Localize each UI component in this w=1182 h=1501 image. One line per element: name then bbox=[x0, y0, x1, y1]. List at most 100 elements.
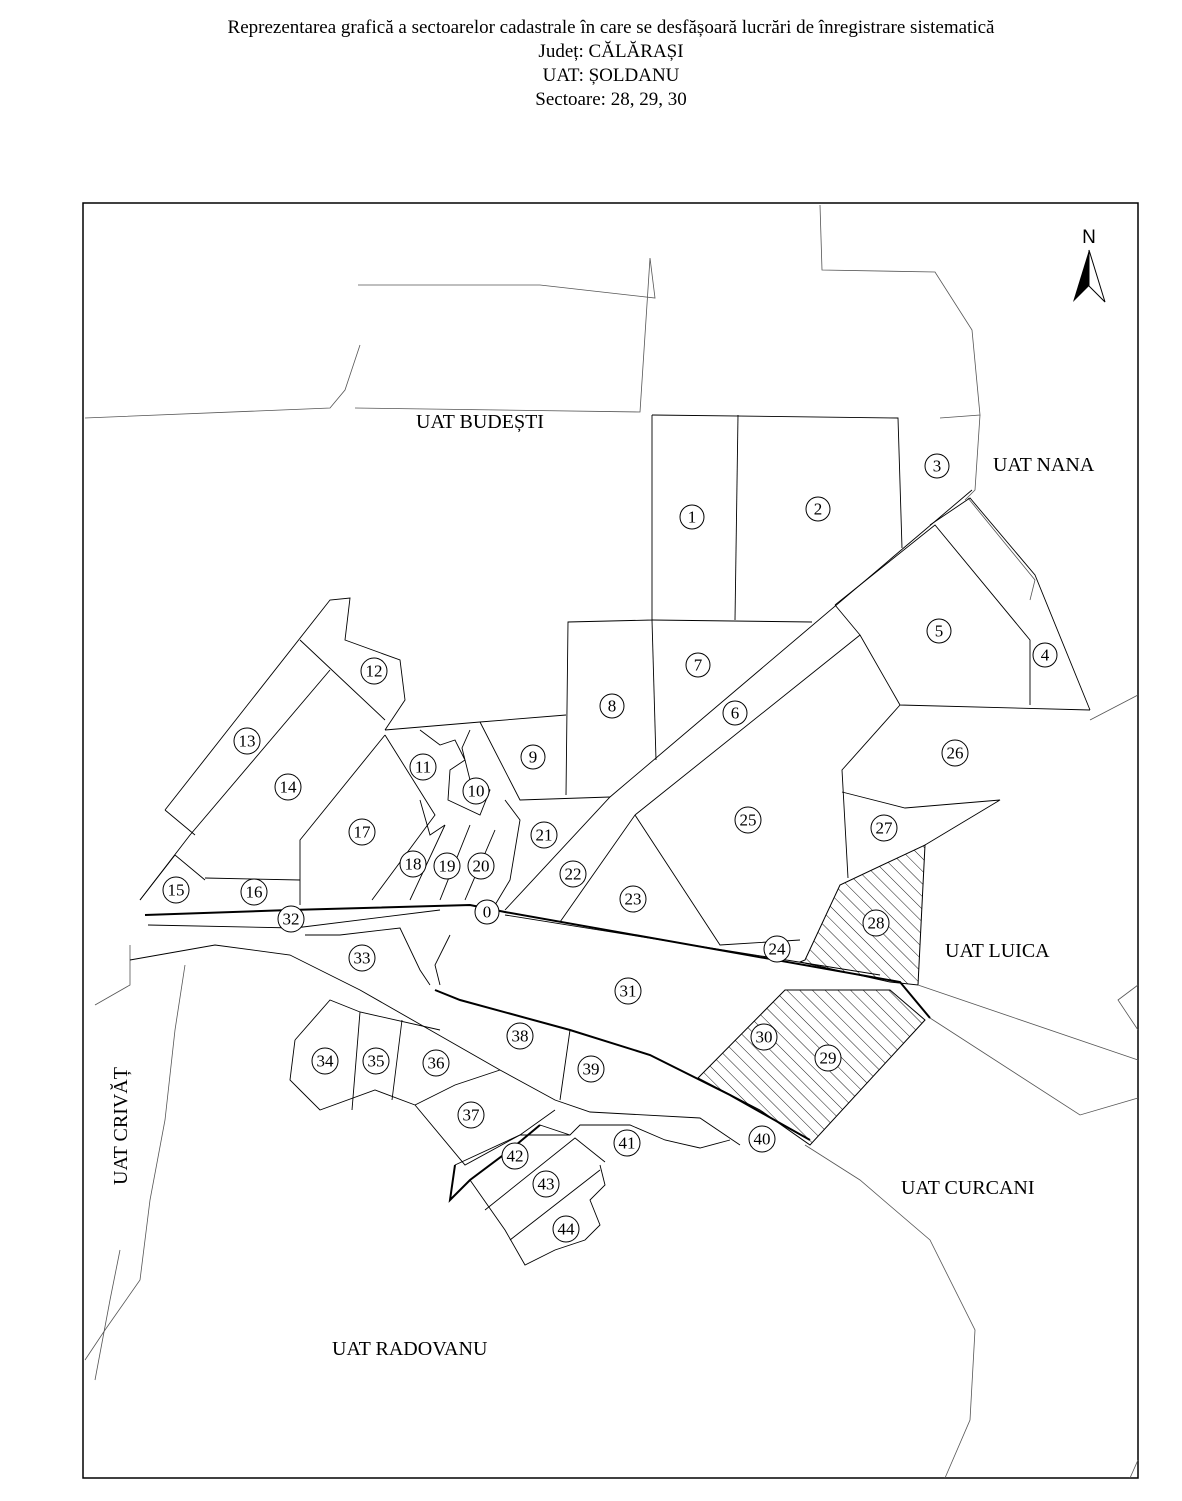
sector-14-marker[interactable]: 14 bbox=[274, 773, 302, 801]
sector-2-marker[interactable]: 2 bbox=[805, 496, 831, 522]
sector-3-circle bbox=[924, 453, 950, 479]
sector-36-circle bbox=[422, 1049, 450, 1077]
sector-33-marker[interactable]: 33 bbox=[348, 944, 376, 972]
sector-43-marker[interactable]: 43 bbox=[532, 1170, 560, 1198]
sector-10-marker[interactable]: 10 bbox=[462, 777, 490, 805]
sector-42-circle bbox=[501, 1142, 529, 1170]
sector-38-marker[interactable]: 38 bbox=[506, 1022, 534, 1050]
sector-32-marker[interactable]: 32 bbox=[277, 905, 305, 933]
sector-17-circle bbox=[348, 818, 376, 846]
sector-12-label: 12 bbox=[366, 662, 383, 681]
sector-7-label: 7 bbox=[694, 656, 703, 675]
sector-8-circle bbox=[599, 693, 625, 719]
sector-5-marker[interactable]: 5 bbox=[926, 618, 952, 644]
sector-29-label: 29 bbox=[820, 1049, 837, 1068]
title-line-1: Reprezentarea grafică a sectoarelor cada… bbox=[227, 17, 995, 38]
sector-17-marker[interactable]: 17 bbox=[348, 818, 376, 846]
sector-17-label: 17 bbox=[354, 823, 372, 842]
sector-44-circle bbox=[552, 1215, 580, 1243]
uat-budesti-label: UAT BUDEȘTI bbox=[416, 411, 544, 433]
sector-22-circle bbox=[559, 860, 587, 888]
sector-40-marker[interactable]: 40 bbox=[748, 1125, 776, 1153]
sector-9-label: 9 bbox=[529, 748, 538, 767]
sector-1-marker[interactable]: 1 bbox=[679, 504, 705, 530]
highlighted-sectors bbox=[697, 844, 926, 1146]
north-arrow: N bbox=[1073, 227, 1106, 303]
sector-32-label: 32 bbox=[283, 910, 300, 929]
sector-29-30-area bbox=[697, 989, 926, 1146]
sector-22-marker[interactable]: 22 bbox=[559, 860, 587, 888]
sector-24-label: 24 bbox=[769, 940, 787, 959]
sector-6-circle bbox=[722, 700, 748, 726]
sector-7-circle bbox=[685, 652, 711, 678]
sector-19-marker[interactable]: 19 bbox=[433, 852, 461, 880]
sector-1-label: 1 bbox=[688, 508, 697, 527]
sector-29-marker[interactable]: 29 bbox=[814, 1044, 842, 1072]
sector-42-marker[interactable]: 42 bbox=[501, 1142, 529, 1170]
sector-11-marker[interactable]: 11 bbox=[409, 753, 437, 781]
sector-16-label: 16 bbox=[246, 883, 263, 902]
sector-15-marker[interactable]: 15 bbox=[162, 876, 190, 904]
sector-24-marker[interactable]: 24 bbox=[763, 935, 791, 963]
sector-34-marker[interactable]: 34 bbox=[311, 1047, 339, 1075]
sector-41-marker[interactable]: 41 bbox=[613, 1129, 641, 1157]
sector-23-circle bbox=[619, 885, 647, 913]
sector-20-label: 20 bbox=[473, 857, 490, 876]
sector-3-label: 3 bbox=[933, 457, 942, 476]
title-line-4: Sectoare: 28, 29, 30 bbox=[535, 89, 687, 110]
sector-35-circle bbox=[362, 1047, 390, 1075]
uat-radovanu-label: UAT RADOVANU bbox=[332, 1338, 488, 1360]
map-title-block: Reprezentarea grafică a sectoarelor cada… bbox=[0, 16, 1182, 112]
sector-0-marker[interactable]: 0 bbox=[474, 899, 500, 925]
sector-41-circle bbox=[613, 1129, 641, 1157]
sector-0-label: 0 bbox=[483, 903, 492, 922]
sector-34-label: 34 bbox=[317, 1052, 335, 1071]
sector-31-marker[interactable]: 31 bbox=[614, 977, 642, 1005]
sector-4-marker[interactable]: 4 bbox=[1032, 642, 1058, 668]
sector-5-label: 5 bbox=[935, 622, 944, 641]
sector-39-marker[interactable]: 39 bbox=[577, 1055, 605, 1083]
sector-39-circle bbox=[577, 1055, 605, 1083]
north-letter: N bbox=[1082, 227, 1096, 248]
sector-16-marker[interactable]: 16 bbox=[240, 878, 268, 906]
sector-20-marker[interactable]: 20 bbox=[467, 852, 495, 880]
title-line-2: Județ: CĂLĂRAȘI bbox=[538, 41, 684, 62]
sector-26-marker[interactable]: 26 bbox=[941, 739, 969, 767]
sector-18-label: 18 bbox=[405, 855, 422, 874]
sector-25-marker[interactable]: 25 bbox=[734, 806, 762, 834]
sector-41-label: 41 bbox=[619, 1134, 636, 1153]
sector-boundaries bbox=[129, 414, 1091, 1266]
sector-24-circle bbox=[763, 935, 791, 963]
sector-11-label: 11 bbox=[415, 758, 431, 777]
sector-30-marker[interactable]: 30 bbox=[750, 1023, 778, 1051]
sector-4-label: 4 bbox=[1041, 646, 1050, 665]
sector-32-circle bbox=[277, 905, 305, 933]
sector-11-circle bbox=[409, 753, 437, 781]
sector-8-label: 8 bbox=[608, 697, 617, 716]
sector-21-marker[interactable]: 21 bbox=[530, 821, 558, 849]
sector-44-marker[interactable]: 44 bbox=[552, 1215, 580, 1243]
sector-26-circle bbox=[941, 739, 969, 767]
sector-2-label: 2 bbox=[814, 500, 823, 519]
sector-9-circle bbox=[520, 744, 546, 770]
sector-36-marker[interactable]: 36 bbox=[422, 1049, 450, 1077]
sector-9-marker[interactable]: 9 bbox=[520, 744, 546, 770]
sector-28-marker[interactable]: 28 bbox=[862, 909, 890, 937]
sector-3-marker[interactable]: 3 bbox=[924, 453, 950, 479]
sector-6-marker[interactable]: 6 bbox=[722, 700, 748, 726]
sector-23-marker[interactable]: 23 bbox=[619, 885, 647, 913]
sector-7-marker[interactable]: 7 bbox=[685, 652, 711, 678]
sector-27-marker[interactable]: 27 bbox=[870, 814, 898, 842]
sector-19-label: 19 bbox=[439, 857, 456, 876]
sector-18-marker[interactable]: 18 bbox=[399, 850, 427, 878]
sector-23-label: 23 bbox=[625, 890, 642, 909]
sector-40-label: 40 bbox=[754, 1130, 771, 1149]
title-line-3: UAT: ȘOLDANU bbox=[542, 65, 680, 86]
sector-8-marker[interactable]: 8 bbox=[599, 693, 625, 719]
sector-35-marker[interactable]: 35 bbox=[362, 1047, 390, 1075]
sector-13-marker[interactable]: 13 bbox=[233, 727, 261, 755]
sector-12-marker[interactable]: 12 bbox=[360, 657, 388, 685]
sector-13-label: 13 bbox=[239, 732, 256, 751]
sector-37-marker[interactable]: 37 bbox=[457, 1101, 485, 1129]
